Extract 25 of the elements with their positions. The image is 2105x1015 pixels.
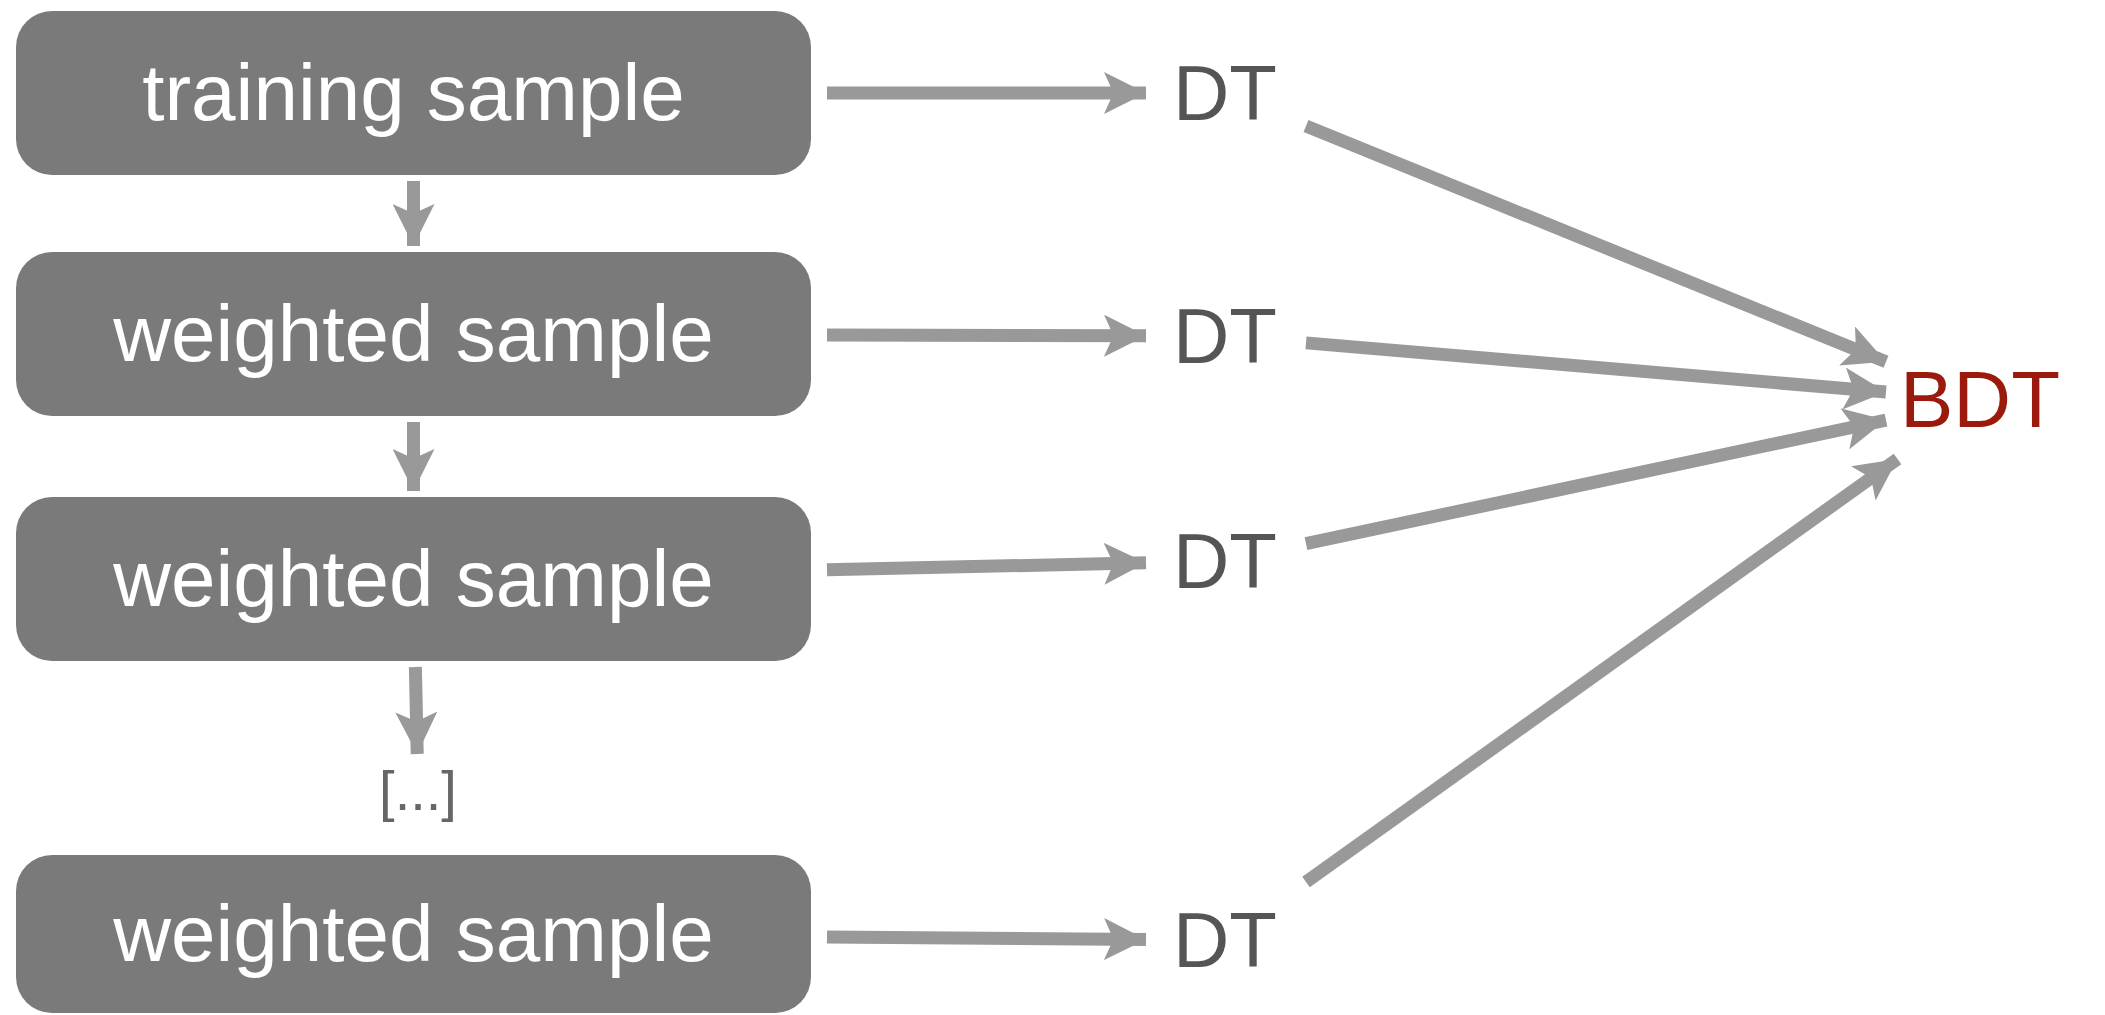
result-label: BDT — [1900, 355, 2060, 445]
box-label: weighted sample — [113, 533, 714, 625]
tree-label: DT — [1160, 48, 1290, 138]
arrow — [826, 542, 1147, 585]
arrow — [395, 666, 438, 755]
arrow — [826, 918, 1147, 961]
tree-label: DT — [1160, 516, 1290, 606]
arrow — [1302, 453, 1902, 888]
box-label: training sample — [142, 47, 685, 139]
ellipsis-label: [...] — [370, 760, 466, 820]
process-box — [16, 252, 811, 416]
process-box — [16, 497, 811, 661]
tree-label: DT — [1160, 895, 1290, 985]
box-label: weighted sample — [113, 888, 714, 980]
arrow — [1303, 119, 1889, 368]
process-box — [16, 855, 811, 1013]
arrow — [827, 72, 1146, 114]
arrow — [1305, 336, 1887, 410]
arrow — [1304, 408, 1888, 551]
arrow — [392, 422, 435, 491]
arrow — [392, 181, 435, 246]
tree-label: DT — [1160, 291, 1290, 381]
arrow — [827, 314, 1146, 357]
process-box — [16, 11, 811, 175]
box-label: weighted sample — [113, 288, 714, 380]
